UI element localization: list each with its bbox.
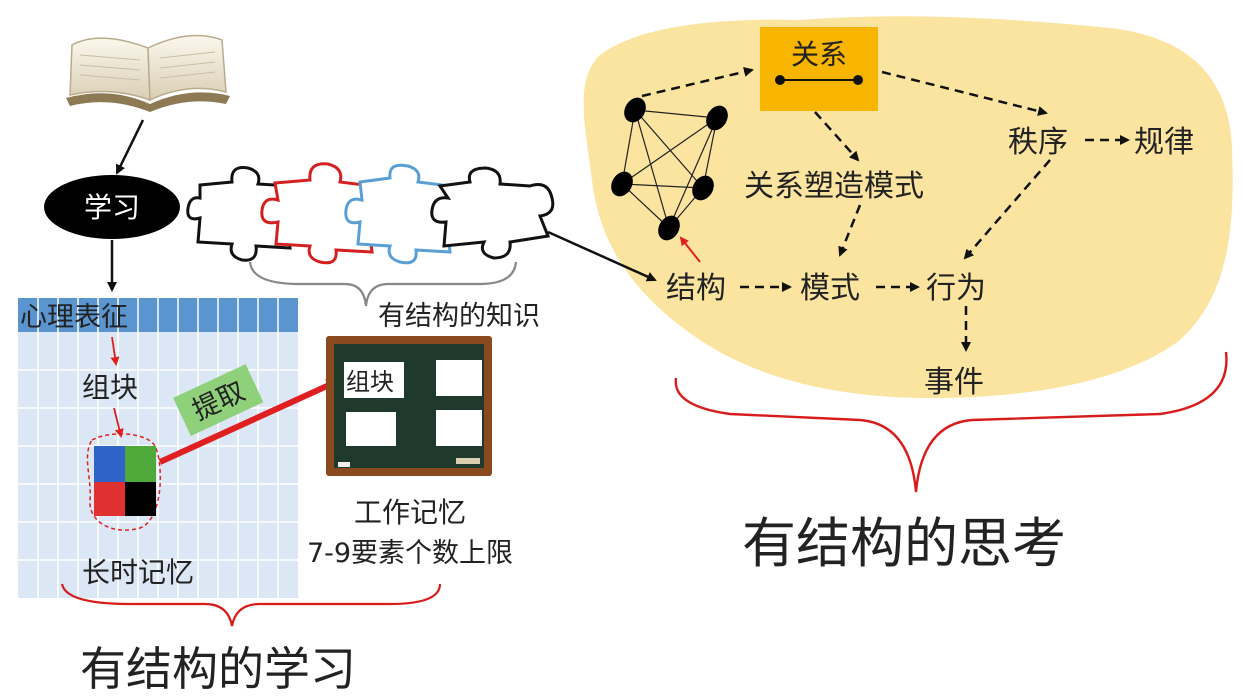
behavior-label: 行为 [926, 271, 986, 306]
chunk-to-block-arrow [113, 407, 124, 438]
structure-label: 结构 [666, 271, 726, 306]
extract-arrow [158, 378, 341, 465]
event-label: 事件 [924, 365, 984, 400]
order-label: 秩序 [1008, 125, 1068, 160]
board-chunk-label: 组块 [346, 368, 394, 396]
thinking-section-title: 有结构的思考 [742, 512, 1066, 575]
knowledge-label: 有结构的知识 [378, 301, 540, 332]
pattern-label: 模式 [800, 271, 860, 306]
jigsaw-puzzle-icon [186, 162, 555, 265]
working-memory-label: 工作记忆 [354, 496, 466, 529]
representation-to-chunk-arrow [110, 336, 120, 366]
long-term-memory-grid [18, 298, 298, 598]
study-label: 学习 [84, 191, 140, 224]
thinking-cloud [583, 16, 1233, 398]
relation-to-pattern-arrow [814, 111, 860, 162]
study-ellipse [44, 175, 180, 239]
relation-pattern-to-pattern-arrow [838, 204, 862, 257]
knowledge-brace [248, 261, 518, 307]
learning-section-title: 有结构的学习 [80, 642, 356, 696]
chunk-label: 组块 [82, 371, 138, 404]
relation-pattern-label: 关系塑造模式 [744, 169, 924, 204]
working-memory-limit-label: 7-9要素个数上限 [307, 538, 513, 569]
representation-label: 心理表征 [20, 302, 128, 333]
relation-label: 关系 [791, 38, 847, 71]
open-book-icon [66, 34, 230, 112]
structure-to-network-arrow [679, 236, 701, 263]
order-to-behavior-arrow [963, 159, 1051, 260]
thinking-brace [674, 351, 1228, 493]
network-to-relation-arrow [641, 66, 754, 98]
law-label: 规律 [1134, 125, 1194, 160]
chunk-dashed-outline [86, 433, 161, 531]
relation-box [760, 27, 878, 111]
chunk-color-block [94, 446, 156, 516]
network-graph-icon [611, 97, 728, 241]
book-to-study-arrow [115, 119, 145, 175]
puzzle-to-structure-arrow [547, 230, 657, 282]
blackboard-icon [326, 336, 492, 476]
relation-to-order-arrow [881, 70, 1048, 116]
learning-brace [60, 583, 442, 627]
long-term-memory-label: 长时记忆 [82, 556, 194, 589]
